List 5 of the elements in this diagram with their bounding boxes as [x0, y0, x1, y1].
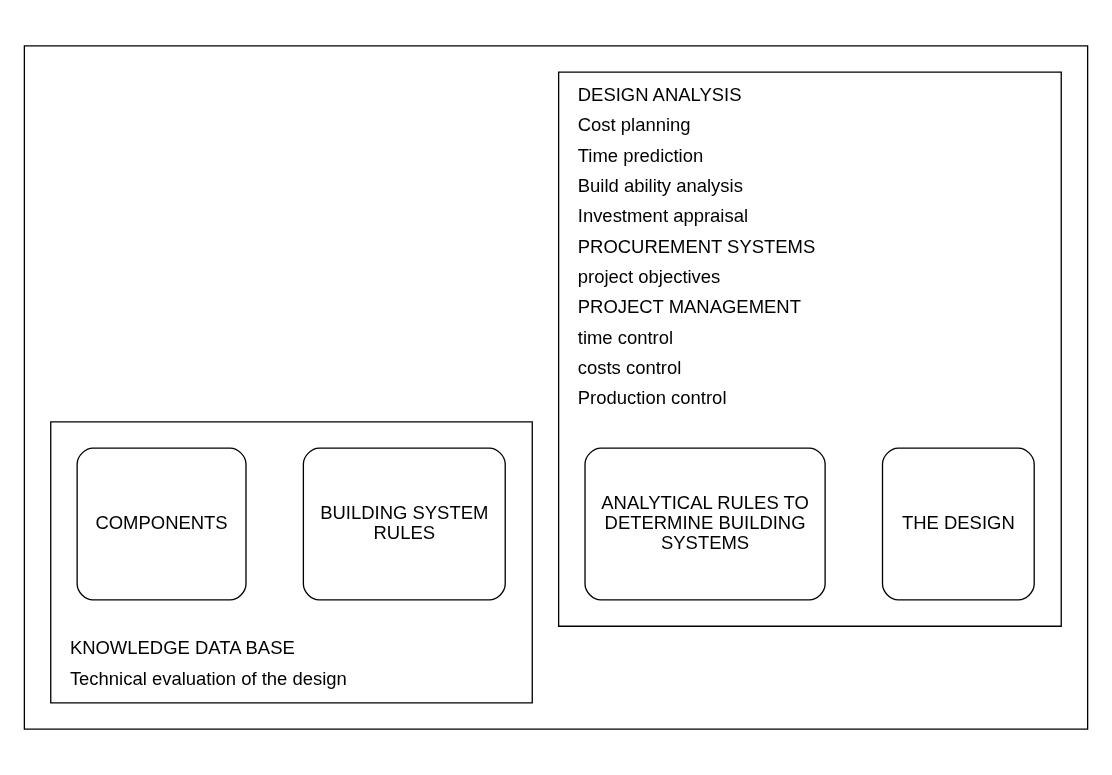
cluster: [23, 45, 1089, 730]
node-box: BUILDING SYSTEM RULES: [302, 447, 506, 601]
node-box: COMPONENTS: [76, 447, 247, 601]
node-box: ANALYTICAL RULES TO DETERMINE BUILDING SYSTEMS: [584, 447, 826, 601]
node-box: THE DESIGN: [881, 447, 1035, 601]
